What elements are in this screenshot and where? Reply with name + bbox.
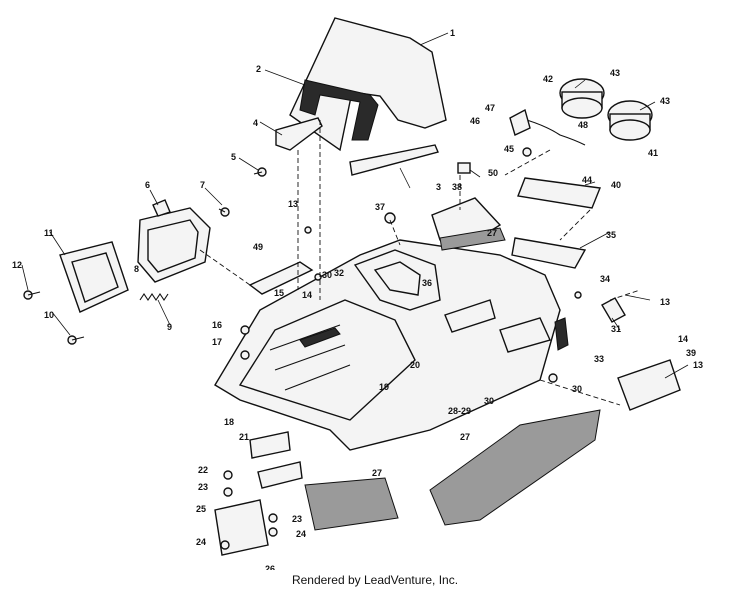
- callout-9: 9: [167, 322, 172, 332]
- callout-35: 35: [606, 230, 616, 240]
- callout-15: 15: [274, 288, 284, 298]
- callout-40: 40: [611, 180, 621, 190]
- windshield-base-strip: [349, 144, 439, 176]
- callout-37: 37: [375, 202, 385, 212]
- callout-33: 33: [594, 354, 604, 364]
- callout-14a: 14: [302, 290, 312, 300]
- guide-lines: [199, 120, 641, 406]
- callout-23a: 23: [198, 482, 208, 492]
- callout-13b: 13: [660, 297, 670, 307]
- callout-48: 48: [578, 120, 588, 130]
- callout-6: 6: [145, 180, 150, 190]
- callout-7: 7: [200, 180, 205, 190]
- callout-39: 39: [686, 348, 696, 358]
- callout-12: 12: [12, 260, 22, 270]
- gauge-tachometer: [559, 78, 605, 119]
- callout-30a: 30: [322, 270, 332, 280]
- callout-24b: 24: [196, 537, 206, 547]
- gauge-speedometer: [607, 100, 653, 141]
- callout-16: 16: [212, 320, 222, 330]
- reflector-plate: [517, 177, 601, 209]
- callout-18: 18: [224, 417, 234, 427]
- callout-34: 34: [600, 274, 610, 284]
- hood-vent: [299, 327, 341, 348]
- callout-13c: 13: [693, 360, 703, 370]
- taillight-assembly: [617, 359, 681, 411]
- callout-42: 42: [543, 74, 553, 84]
- callout-26: 26: [265, 564, 275, 570]
- callout-24a: 24: [296, 529, 306, 539]
- callout-47: 47: [485, 103, 495, 113]
- callout-36: 36: [422, 278, 432, 288]
- gauge-cable: [519, 117, 586, 146]
- callout-10: 10: [44, 310, 54, 320]
- headlight-assembly: [137, 199, 211, 283]
- callout-3: 3: [436, 182, 441, 192]
- callout-17: 17: [212, 337, 222, 347]
- headlight-bezel: [59, 241, 129, 313]
- callout-25: 25: [196, 504, 206, 514]
- callout-38: 38: [452, 182, 462, 192]
- callout-4: 4: [253, 118, 258, 128]
- hood-body: [214, 239, 561, 451]
- callout-41: 41: [648, 148, 658, 158]
- seal-strip-lower: [429, 409, 601, 526]
- callout-8: 8: [134, 264, 139, 274]
- callout-5: 5: [231, 152, 236, 162]
- callout-21: 21: [239, 432, 249, 442]
- footer-credit: Rendered by LeadVenture, Inc.: [291, 573, 459, 587]
- mounting-bracket: [248, 261, 314, 295]
- fasteners: [23, 147, 582, 550]
- hinge-bracket: [214, 499, 269, 556]
- trim-strip: [511, 237, 587, 269]
- windshield-bracket: [275, 117, 323, 151]
- callout-44: 44: [582, 175, 592, 185]
- hood-plate: [249, 431, 291, 459]
- callout-11: 11: [44, 228, 54, 238]
- callout-20: 20: [410, 360, 420, 370]
- callout-43a: 43: [610, 68, 620, 78]
- callout-13a: 13: [288, 199, 298, 209]
- callout-32: 32: [334, 268, 344, 278]
- seal-strip-small: [304, 477, 399, 531]
- callout-45: 45: [504, 144, 514, 154]
- hinge-arm: [257, 461, 303, 489]
- callout-31: 31: [611, 324, 621, 334]
- spring: [139, 293, 169, 301]
- callout-30c: 30: [572, 384, 582, 394]
- callout-43b: 43: [660, 96, 670, 106]
- exploded-parts-diagram: 1 2 3 4 5 6 7 8 9 10 11 12 13 13 13 14 1…: [12, 17, 703, 570]
- callout-27b: 27: [460, 432, 470, 442]
- callout-27a: 27: [487, 228, 497, 238]
- callout-50: 50: [488, 168, 498, 178]
- callout-28-29: 28-29: [448, 406, 471, 416]
- seal-strip-upper: [439, 227, 506, 251]
- latch-plate: [601, 297, 626, 323]
- leader-lines: [21, 32, 689, 379]
- cable-bracket: [509, 108, 531, 136]
- callout-46: 46: [470, 116, 480, 126]
- callout-49: 49: [253, 242, 263, 252]
- callout-19: 19: [379, 382, 389, 392]
- callout-27c: 27: [372, 468, 382, 478]
- side-trim: [554, 317, 569, 351]
- callout-23b: 23: [292, 514, 302, 524]
- callout-labels: 1 2 3 4 5 6 7 8 9 10 11 12 13 13 13 14 1…: [12, 28, 703, 570]
- callout-1: 1: [450, 28, 455, 38]
- callout-30b: 30: [484, 396, 494, 406]
- callout-22: 22: [198, 465, 208, 475]
- callout-14b: 14: [678, 334, 688, 344]
- windshield: [289, 17, 447, 152]
- callout-2: 2: [256, 64, 261, 74]
